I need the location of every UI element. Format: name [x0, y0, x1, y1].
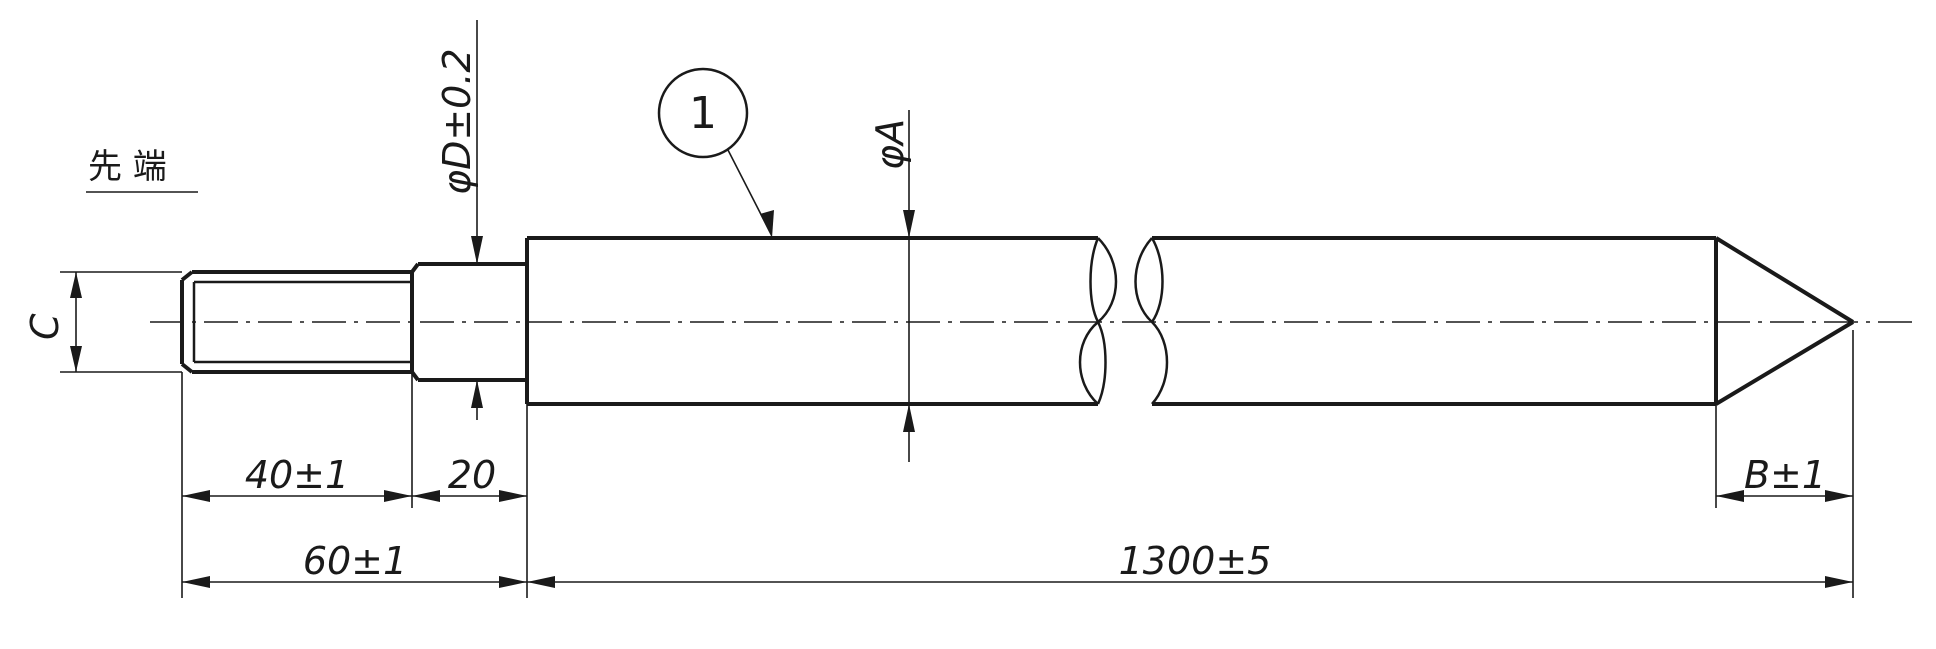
- balloon-callout: 1: [657, 67, 774, 238]
- balloon-circle: [657, 67, 749, 159]
- dim-neck-length: 20: [412, 453, 527, 502]
- dim-main-length-text: 1300±5: [1119, 539, 1272, 583]
- dim-body-diameter-text: φA: [868, 119, 912, 170]
- dim-thread-length-text: 40±1: [245, 453, 349, 497]
- dim-neck-diameter-text: φD±0.2: [435, 48, 479, 195]
- dim-tip-total-length-text: 60±1: [303, 539, 407, 583]
- dim-thread-diameter-text: C: [23, 313, 67, 340]
- extension-lines: [181, 330, 1854, 598]
- dim-thread-length: 40±1: [182, 453, 412, 502]
- dim-point-length-text: B±1: [1744, 453, 1826, 497]
- balloon-number: 1: [689, 88, 717, 139]
- dim-main-length: 1300±5: [527, 539, 1853, 588]
- tip-label: 先 端: [86, 147, 198, 193]
- dim-tip-total-length: 60±1: [182, 539, 527, 588]
- dim-point-length: B±1: [1716, 453, 1853, 502]
- threaded-section: [180, 270, 414, 374]
- neck-section: [410, 262, 527, 382]
- dim-body-diameter: φA: [868, 110, 915, 462]
- tip-label-text: 先 端: [88, 147, 167, 187]
- dim-thread-diameter: C: [23, 271, 182, 373]
- dim-neck-length-text: 20: [448, 453, 496, 497]
- dim-neck-diameter: φD±0.2: [435, 20, 483, 420]
- main-shaft: [525, 236, 1855, 406]
